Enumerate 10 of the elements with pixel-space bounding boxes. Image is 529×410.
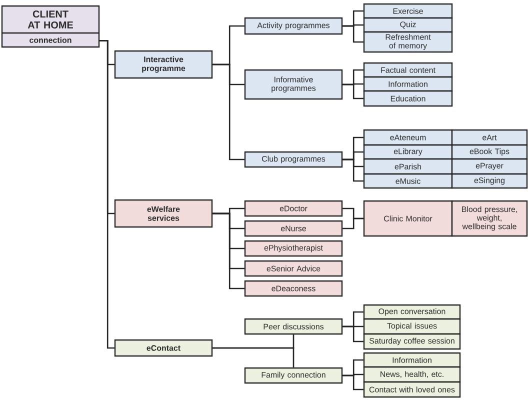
connector-line <box>212 64 244 160</box>
connector-line <box>342 374 364 390</box>
connector-line <box>342 84 364 100</box>
connector-line <box>342 326 364 342</box>
connector-line <box>342 25 364 43</box>
connector-line <box>342 158 364 182</box>
connector-line <box>212 347 294 368</box>
connector-line <box>212 212 244 290</box>
connector-line <box>342 218 364 230</box>
connector-line <box>100 40 114 349</box>
